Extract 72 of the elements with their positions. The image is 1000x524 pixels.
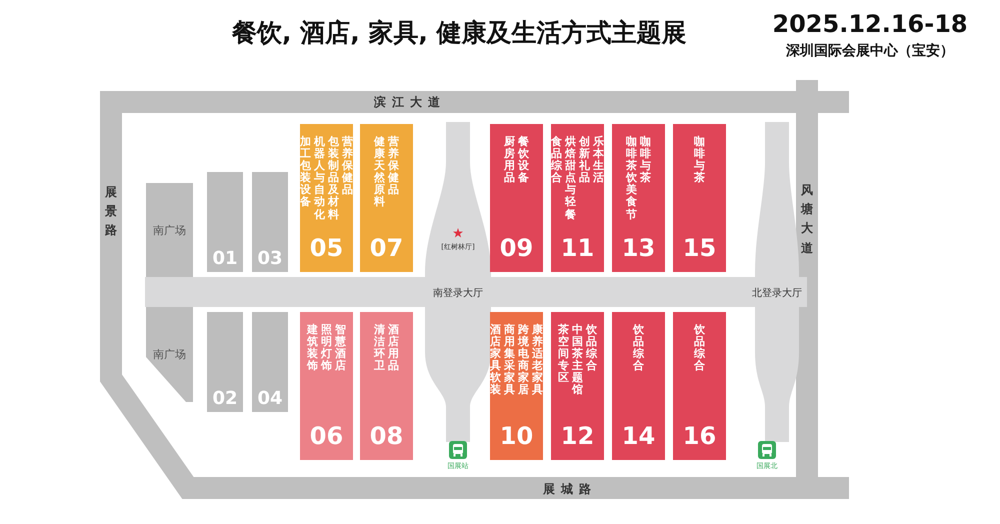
hall-number: 03 (256, 250, 284, 268)
hall-number: 04 (256, 390, 284, 408)
category-text: 咖啡与茶 (640, 136, 651, 184)
hall-number: 07 (368, 236, 404, 260)
category-text: 饮品综合 (694, 324, 705, 372)
category-text: 茶空间专区 (558, 324, 569, 384)
category-text: 商用集采家具 (504, 324, 515, 397)
exhibition-hall (360, 312, 413, 460)
category-text: 乐本生活 (593, 136, 604, 184)
category-text: 厨房用品 (504, 136, 515, 184)
hall-number: 02 (211, 390, 239, 408)
hall-number: 13 (620, 236, 656, 260)
category-text: 创新礼品 (579, 136, 590, 184)
category-text: 健康天然原料 (374, 136, 385, 209)
exhibition-hall (551, 312, 604, 460)
category-text: 康养适老家具 (532, 324, 543, 397)
category-text: 酒店用品 (388, 324, 399, 372)
category-text: 营养保健品 (342, 136, 353, 196)
hall-number: 15 (682, 236, 718, 260)
hall-number: 01 (211, 250, 239, 268)
road-name: 展景路 (105, 184, 117, 240)
road-name: 滨江大道 (372, 94, 447, 111)
area-label: 南广场 (152, 223, 187, 238)
exhibition-hall (673, 312, 726, 460)
venue-text: 深圳国际会展中心（宝安） (785, 42, 955, 60)
date-text: 2025.12.16-18 (771, 10, 969, 38)
exhibition-hall (300, 124, 353, 272)
hall-number: 16 (682, 424, 718, 448)
lobby-label: 南登录大厅 (432, 286, 484, 300)
category-text: 饮品综合 (633, 324, 644, 372)
category-text: 智慧酒店 (335, 324, 346, 372)
exhibition-hall (673, 124, 726, 272)
category-text: 照明灯饰 (321, 324, 332, 372)
category-text: 清洁环卫 (374, 324, 385, 372)
area-label: 南广场 (152, 347, 187, 362)
exhibition-hall (360, 124, 413, 272)
category-text: 营养保健品 (388, 136, 399, 196)
category-text: 餐饮设备 (518, 136, 529, 184)
title: 餐饮, 酒店, 家具, 健康及生活方式主题展 (232, 17, 687, 49)
category-text: 食品综合 (551, 136, 562, 184)
hall-number: 12 (560, 424, 596, 448)
exhibition-hall (490, 312, 543, 460)
hall-number: 06 (308, 424, 344, 448)
exhibition-hall (490, 124, 543, 272)
exhibition-hall (252, 172, 288, 272)
hall-number: 09 (498, 236, 534, 260)
exhibition-hall (207, 312, 243, 412)
lobby-label: 北登录大厅 (751, 286, 803, 300)
category-text: 酒店家具软装 (490, 324, 501, 397)
road-name: 风塘大道 (801, 182, 813, 257)
category-text: 包装制品及材料 (328, 136, 339, 221)
category-text: 咖啡茶饮美食节 (626, 136, 637, 221)
category-text: 中国茶主题馆 (572, 324, 583, 397)
exhibition-hall (300, 312, 353, 460)
hall-number: 10 (498, 424, 534, 448)
hall-number: 08 (368, 424, 404, 448)
category-text: 加工包装设备 (300, 136, 311, 209)
exhibition-hall (252, 312, 288, 412)
road-name: 展城路 (542, 481, 598, 498)
exhibition-hall (612, 312, 665, 460)
hall-number: 14 (620, 424, 656, 448)
category-text: 跨境电商家居 (518, 324, 529, 397)
category-text: 建筑装饰 (307, 324, 318, 372)
hall-number: 11 (560, 236, 596, 260)
category-text: 烘焙甜点与轻餐 (565, 136, 576, 221)
category-text: 咖啡与茶 (694, 136, 705, 184)
exhibition-hall (551, 124, 604, 272)
category-text: 饮品综合 (586, 324, 597, 372)
exhibition-hall (612, 124, 665, 272)
exhibition-hall (207, 172, 243, 272)
hall-number: 05 (308, 236, 344, 260)
category-text: 机器人与自动化 (314, 136, 325, 221)
